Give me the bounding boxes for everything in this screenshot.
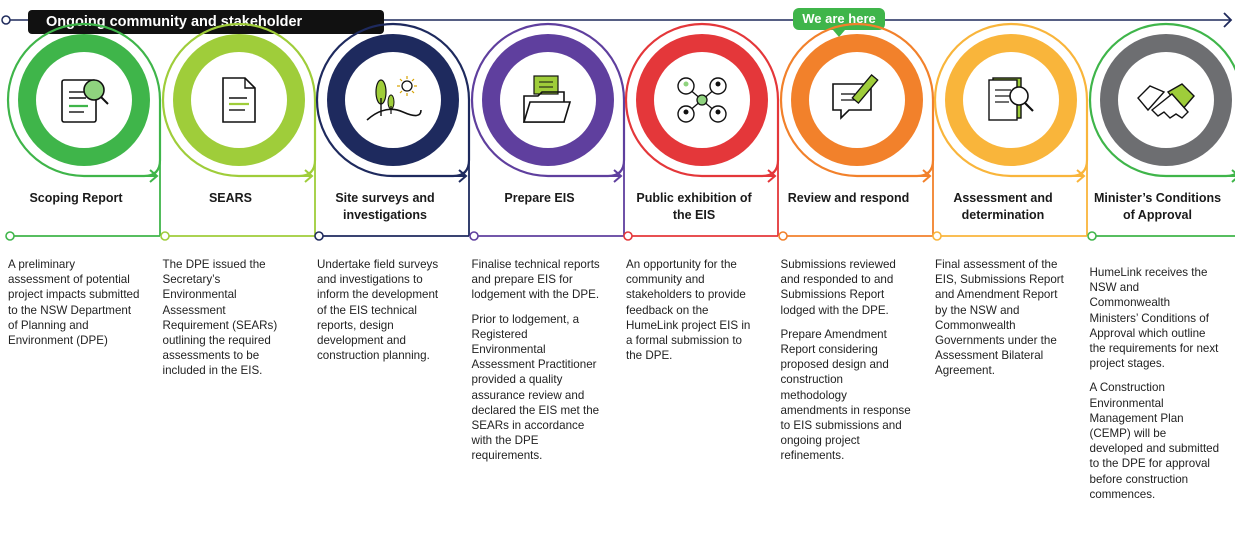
stage-paragraph: Prepare Amendment Report considering pro… [780, 327, 911, 463]
stage-title: Public exhibition of the EIS [636, 191, 752, 222]
stage-description: A preliminary assessment of potential pr… [8, 257, 140, 348]
stage-description: An opportunity for the community and sta… [626, 257, 758, 363]
stage-1: Scoping Report A preliminary assessment o… [4, 0, 162, 547]
stage-description: HumeLink receives the NSW and Commonweal… [1090, 265, 1222, 502]
stage-title: Prepare EIS [504, 191, 575, 205]
stage-marker [1086, 22, 1235, 241]
stage-paragraph: The DPE issued the Secretary’s Environme… [162, 258, 278, 378]
stage-marker [159, 22, 316, 241]
stage-title: Site surveys and investigations [335, 191, 435, 222]
stage-2: SEARS The DPE issued the Secretary’s Envi… [159, 0, 316, 547]
stage-marker [932, 22, 1089, 241]
folder-icon [522, 75, 571, 123]
stage-paragraph: Prior to lodgement, a Registered Environ… [471, 312, 600, 463]
document-icon [221, 77, 256, 123]
magnifier-report-icon [61, 79, 109, 123]
stage-title: Minister’s Conditions of Approval [1093, 191, 1222, 222]
stage-description: Final assessment of the EIS, Submissions… [935, 257, 1067, 379]
stage-paragraph: An opportunity for the community and sta… [626, 258, 751, 363]
network-people-icon [677, 77, 727, 123]
stage-description: Submissions reviewed and responded to an… [781, 257, 913, 464]
stage-marker [777, 22, 934, 241]
stage-title: SEARS [208, 191, 253, 205]
stage-marker [468, 22, 625, 241]
stage-title: Review and respond [787, 191, 910, 205]
stage-paragraph: Undertake field surveys and investigatio… [317, 258, 439, 363]
stage-paragraph: A Construction Environmental Management … [1089, 381, 1220, 501]
stage-paragraph: HumeLink receives the NSW and Commonweal… [1089, 266, 1219, 371]
stage-4: Prepare EIS Finalise technical reports an… [468, 0, 625, 547]
stage-description: The DPE issued the Secretary’s Environme… [163, 257, 295, 379]
handshake-icon [1136, 83, 1195, 119]
stage-5: Public exhibition of the EIS An opportuni… [622, 0, 780, 547]
stage-title: Scoping Report [29, 191, 123, 205]
stage-marker [5, 22, 162, 241]
stage-marker [314, 22, 471, 241]
stage-disc-inner [36, 52, 132, 148]
stage-paragraph: Final assessment of the EIS, Submissions… [935, 258, 1064, 378]
stage-title: Assessment and determination [953, 191, 1053, 222]
landscape-icon [366, 76, 422, 121]
stage-paragraph: Finalise technical reports and prepare E… [471, 258, 600, 302]
stage-marker [623, 22, 780, 241]
book-magnifier-icon [988, 77, 1034, 121]
stage-description: Finalise technical reports and prepare E… [472, 257, 604, 464]
stage-paragraph: A preliminary assessment of potential pr… [8, 258, 140, 348]
stage-disc-inner [499, 52, 596, 148]
stage-disc-inner [190, 52, 287, 148]
stage-description: Undertake field surveys and investigatio… [317, 257, 449, 363]
speech-pencil-icon [831, 74, 879, 120]
stage-paragraph: Submissions reviewed and responded to an… [780, 258, 896, 317]
